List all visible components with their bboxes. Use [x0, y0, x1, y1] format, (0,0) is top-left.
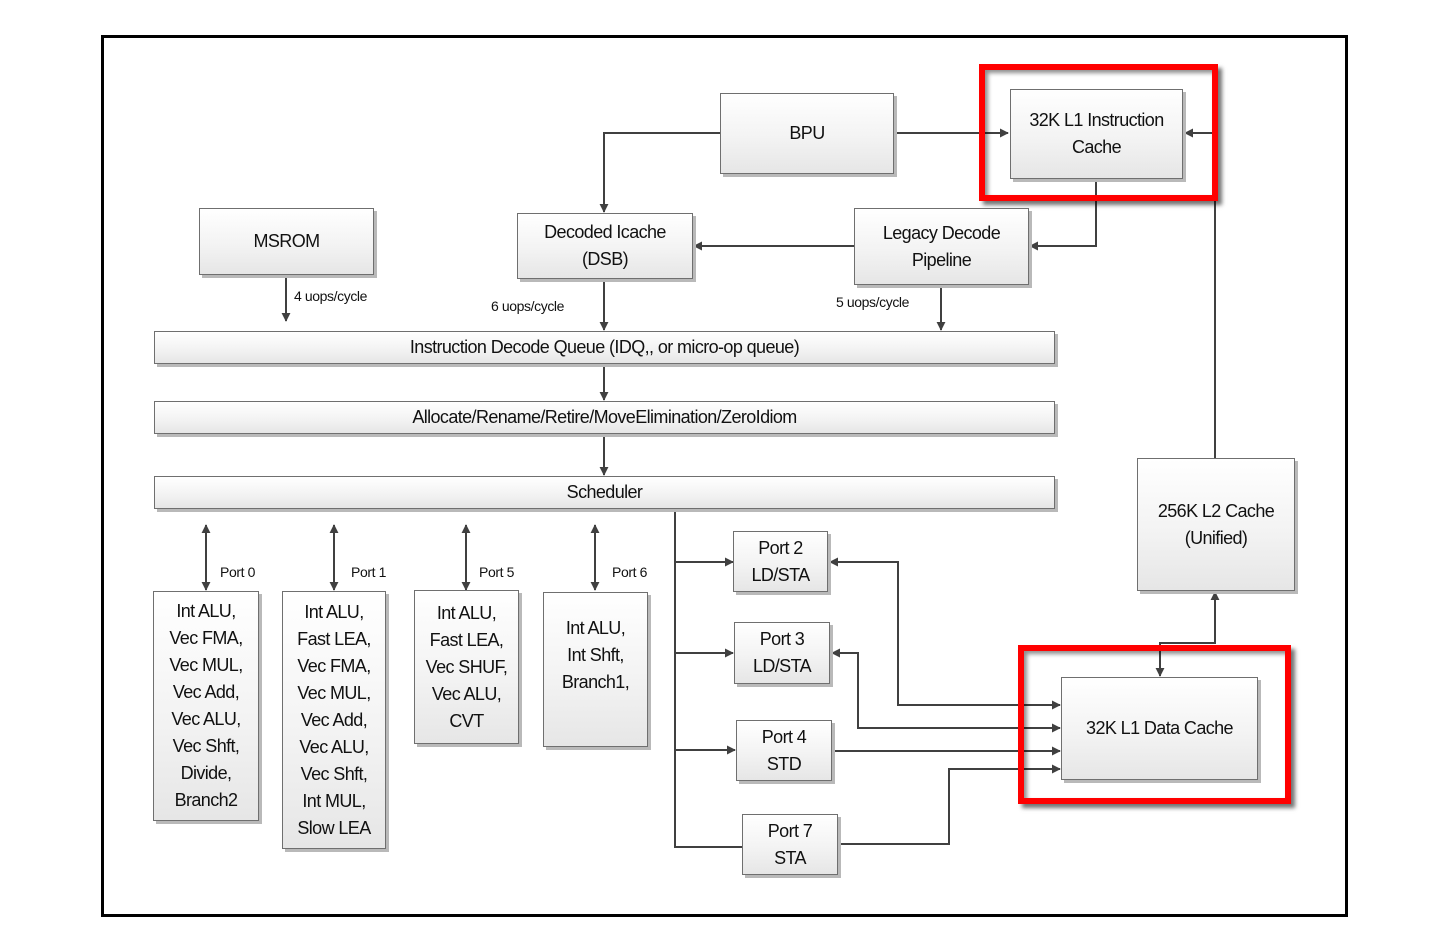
port6-units-block: Int ALU, Int Shft, Branch1,	[543, 592, 648, 747]
port7-role: STA	[774, 847, 806, 868]
allocate-label: Allocate/Rename/Retire/MoveElimination/Z…	[412, 407, 797, 427]
bpu-block: BPU	[720, 93, 894, 174]
port5-label: Port 5	[479, 564, 514, 580]
port2-role: LD/STA	[751, 564, 810, 585]
port3-name: Port 3	[759, 629, 805, 649]
port0-units-block: Int ALU, Vec FMA, Vec MUL, Vec Add, Vec …	[153, 591, 259, 821]
port0-label: Port 0	[220, 564, 255, 580]
unit: Vec Shft,	[172, 736, 240, 756]
unit: Branch2	[174, 790, 238, 810]
unit: Vec ALU,	[431, 683, 502, 704]
msrom-label: MSROM	[253, 231, 321, 251]
unit: Vec ALU,	[171, 709, 241, 729]
unit: Int ALU,	[304, 601, 364, 622]
unit: Vec ALU,	[299, 736, 369, 757]
unit: Vec SHUF,	[425, 656, 508, 677]
legacy-label-line2: Pipeline	[911, 249, 972, 270]
unit: CVT	[449, 710, 484, 731]
scheduler-label: Scheduler	[566, 482, 643, 502]
l1i-highlight	[979, 64, 1218, 201]
port7-block: Port 7 STA	[742, 814, 838, 875]
port1-label: Port 1	[351, 564, 386, 580]
unit: Fast LEA,	[429, 629, 504, 650]
port6-label: Port 6	[612, 564, 647, 580]
unit: Vec FMA,	[169, 628, 243, 648]
unit: Vec MUL,	[169, 655, 243, 675]
unit: Vec FMA,	[297, 655, 371, 676]
dsb-rate-label: 6 uops/cycle	[491, 298, 565, 314]
port4-name: Port 4	[761, 726, 807, 747]
arrow-port7-to-l1d	[838, 764, 1061, 845]
l1d-label: 32K L1 Data Cache	[1086, 718, 1234, 738]
l2-label-line1: 256K L2 Cache	[1157, 500, 1275, 521]
l2-label-line2: (Unified)	[1184, 527, 1248, 548]
msrom-block: MSROM	[199, 208, 374, 275]
legacy-label-line1: Legacy Decode	[882, 222, 1001, 243]
l1i-label-line2: Cache	[1071, 137, 1122, 157]
legacy-decode-block: Legacy Decode Pipeline	[854, 208, 1029, 285]
unit: Divide,	[180, 763, 232, 783]
unit: Slow LEA	[297, 817, 371, 838]
unit: Vec MUL,	[297, 682, 371, 703]
bpu-label: BPU	[789, 123, 825, 143]
port4-role: STD	[766, 753, 802, 774]
port7-name: Port 7	[767, 820, 813, 841]
unit: Vec Add,	[300, 709, 368, 730]
arrow-l1d-to-port2	[829, 557, 1060, 706]
scheduler-bar: Scheduler	[154, 476, 1055, 509]
arrow-bpu-to-dsb	[599, 132, 720, 213]
l1i-label-line1: 32K L1 Instruction	[1029, 110, 1164, 130]
port3-block: Port 3 LD/STA	[734, 622, 830, 684]
port2-block: Port 2 LD/STA	[733, 531, 828, 592]
port1-units-block: Int ALU, Fast LEA, Vec FMA, Vec MUL, Vec…	[282, 591, 386, 849]
unit: Int Shft,	[567, 645, 624, 665]
unit: Int MUL,	[302, 790, 366, 811]
msrom-rate-label: 4 uops/cycle	[294, 288, 368, 304]
dsb-block: Decoded Icache (DSB)	[517, 213, 693, 279]
unit: Vec Shft,	[300, 763, 368, 784]
dsb-label-line2: (DSB)	[582, 249, 629, 269]
dsb-label-line1: Decoded Icache	[544, 222, 666, 242]
l1i-cache-block: 32K L1 Instruction Cache	[1010, 89, 1183, 179]
unit: Int ALU,	[565, 618, 626, 638]
legacy-rate-label: 5 uops/cycle	[836, 294, 910, 310]
unit: Int ALU,	[436, 602, 497, 623]
idq-label: Instruction Decode Queue (IDQ,, or micro…	[409, 337, 800, 357]
allocate-bar: Allocate/Rename/Retire/MoveElimination/Z…	[154, 401, 1055, 434]
port3-role: LD/STA	[752, 656, 812, 676]
arrow-l1d-l2	[1155, 591, 1220, 677]
idq-bar: Instruction Decode Queue (IDQ,, or micro…	[154, 331, 1055, 364]
diagram-frame	[101, 35, 1348, 917]
arrow-l1d-to-port3	[831, 648, 1060, 729]
port4-block: Port 4 STD	[736, 720, 832, 781]
scheduler-mem-bus	[674, 510, 742, 848]
l1d-cache-block: 32K L1 Data Cache	[1061, 677, 1258, 780]
unit: Int ALU,	[176, 601, 236, 621]
unit: Branch1,	[561, 672, 630, 692]
l1d-highlight	[1018, 645, 1291, 804]
l2-cache-block: 256K L2 Cache (Unified)	[1137, 458, 1295, 591]
port5-units-block: Int ALU, Fast LEA, Vec SHUF, Vec ALU, CV…	[414, 590, 519, 744]
port2-name: Port 2	[758, 537, 803, 558]
arrow-l1i-to-legacy	[1029, 179, 1097, 251]
unit: Fast LEA,	[297, 628, 371, 649]
unit: Vec Add,	[172, 682, 240, 702]
